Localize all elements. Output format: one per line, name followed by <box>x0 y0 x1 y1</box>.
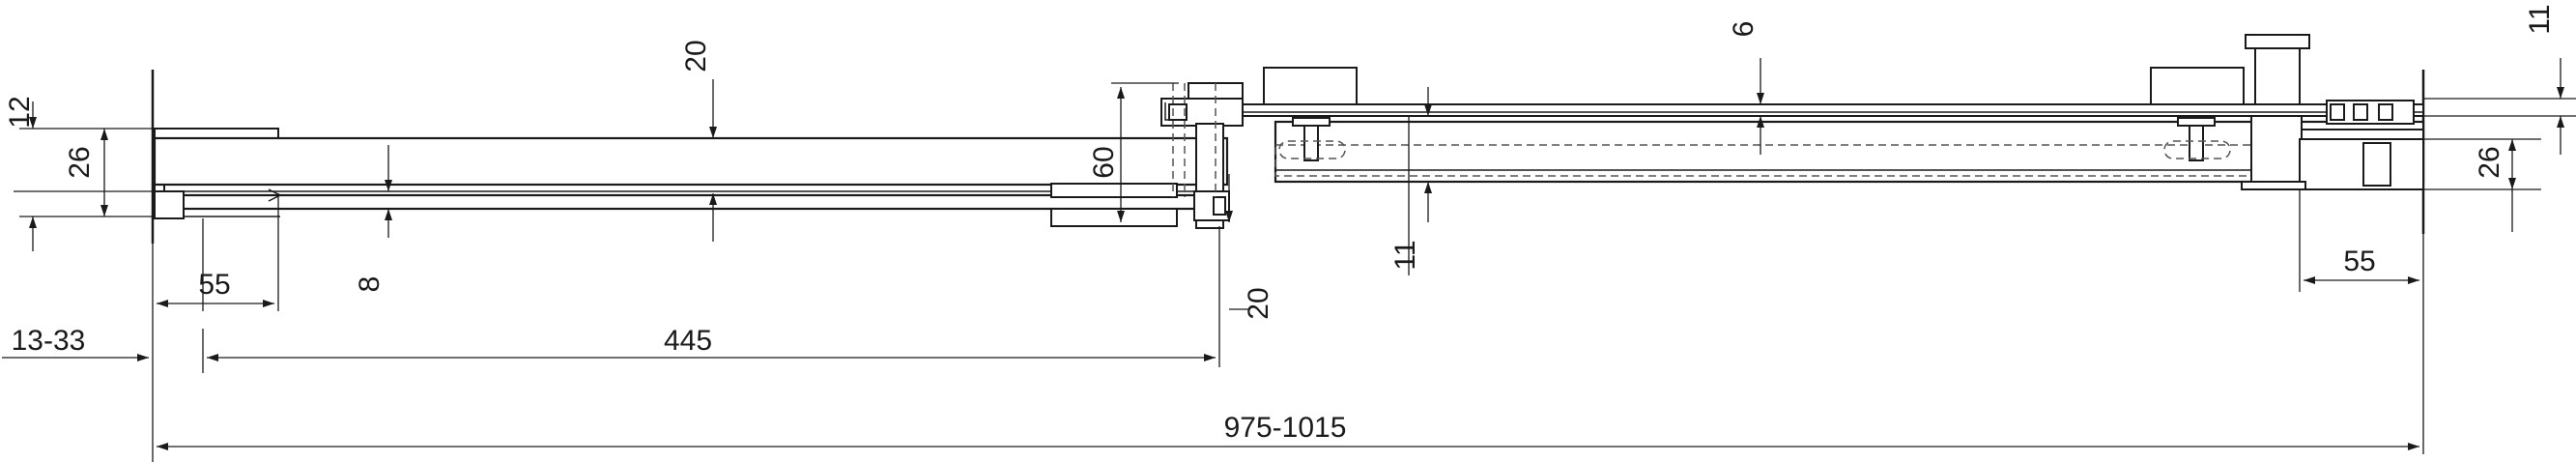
door-handle <box>2245 34 2310 185</box>
dim-label-26-left: 26 <box>64 146 96 178</box>
top-rail <box>1242 67 2424 117</box>
right-end-cap <box>2301 100 2424 140</box>
dim-label-6: 6 <box>1728 21 1760 38</box>
extension-lines <box>14 98 2576 462</box>
roller-right <box>2163 117 2231 161</box>
dim-lines <box>2 58 2564 450</box>
roller-left <box>1278 117 1346 161</box>
dim-label-12: 12 <box>4 96 36 128</box>
dim-label-60: 60 <box>1088 146 1120 178</box>
left-fixed-glass <box>153 136 1229 219</box>
dim-label-26-right: 26 <box>2474 146 2505 178</box>
dim-label-55-left: 55 <box>198 269 230 301</box>
dim-label-445: 445 <box>664 325 712 357</box>
center-clamp <box>1050 183 1178 227</box>
dim-label-11-mid: 11 <box>1389 240 1421 270</box>
dim-label-975-1015: 975-1015 <box>1224 412 1347 444</box>
dim-label-20-top: 20 <box>680 40 712 72</box>
right-wall-profile <box>2241 138 2424 190</box>
center-connector <box>1160 82 1244 229</box>
dim-label-55-right: 55 <box>2343 245 2375 277</box>
dim-label-11-right: 11 <box>2524 4 2556 34</box>
dim-label-8: 8 <box>354 276 386 293</box>
dim-label-20-bottom: 20 <box>1243 287 1274 319</box>
dim-label-13-33: 13-33 <box>12 325 86 357</box>
